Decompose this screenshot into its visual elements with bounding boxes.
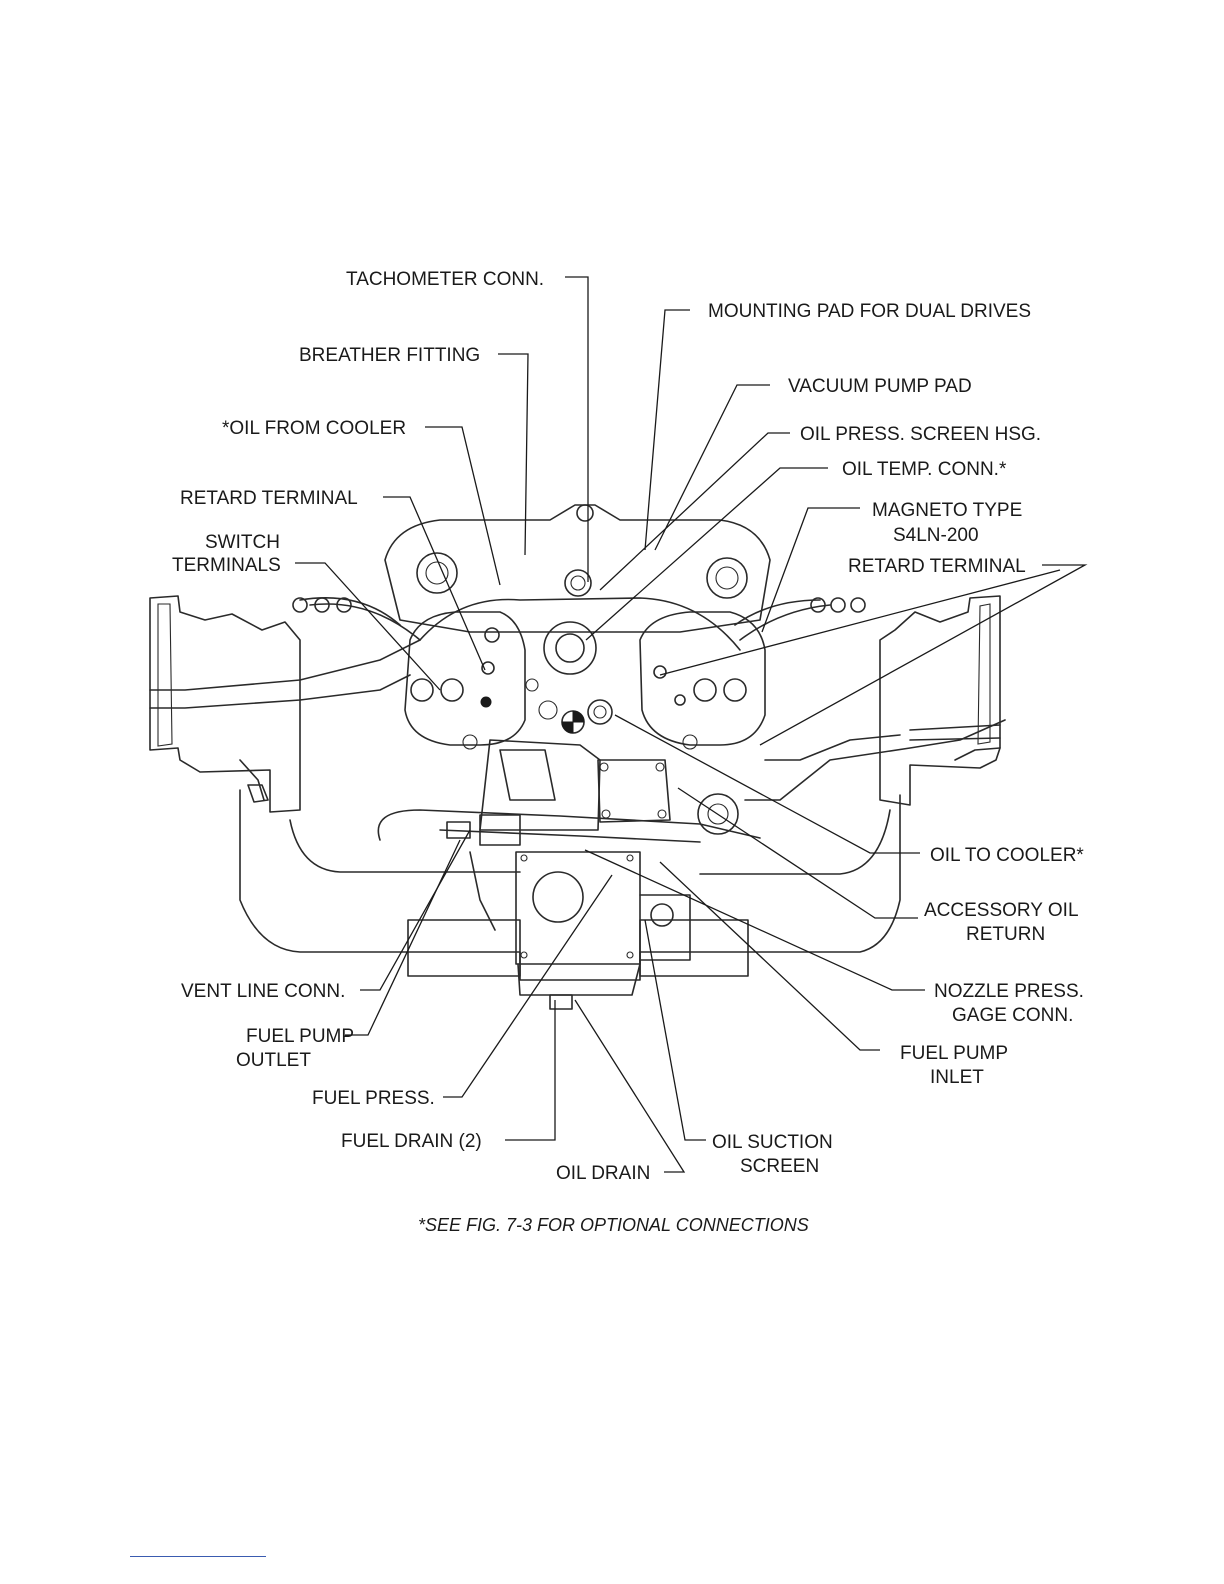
label-oil-from-cooler: *OIL FROM COOLER bbox=[222, 418, 406, 439]
leader-oil-from-cooler bbox=[425, 426, 501, 586]
leader-lines bbox=[295, 276, 1088, 1173]
label-oil-temp-conn: OIL TEMP. CONN.* bbox=[842, 459, 1007, 480]
label-accessory-oil-line2: RETURN bbox=[966, 924, 1045, 945]
label-fuel-pump-inlet-line2: INLET bbox=[930, 1067, 984, 1088]
footnote: *SEE FIG. 7-3 FOR OPTIONAL CONNECTIONS bbox=[418, 1215, 809, 1235]
leader-magneto-type bbox=[761, 507, 860, 633]
label-oil-suction-line2: SCREEN bbox=[740, 1156, 819, 1177]
leader-fuel-drain bbox=[505, 1000, 556, 1141]
label-oil-to-cooler: OIL TO COOLER* bbox=[930, 845, 1084, 866]
leader-oil-press-screen bbox=[599, 432, 790, 591]
label-fuel-pump-outlet-line1: FUEL PUMP bbox=[246, 1026, 354, 1047]
label-vacuum-pump-pad: VACUUM PUMP PAD bbox=[788, 376, 972, 397]
label-vent-line-conn: VENT LINE CONN. bbox=[181, 981, 345, 1002]
label-switch-terminals-line2: TERMINALS bbox=[172, 555, 281, 576]
label-retard-terminal-left: RETARD TERMINAL bbox=[180, 488, 358, 509]
label-switch-terminals-line1: SWITCH bbox=[205, 532, 280, 553]
leader-retard-terminal-right bbox=[759, 564, 1088, 746]
leader-vacuum-pump-pad bbox=[654, 384, 770, 551]
label-mounting-pad: MOUNTING PAD FOR DUAL DRIVES bbox=[708, 301, 1031, 322]
engine-illustration bbox=[149, 504, 1006, 1010]
leader-mounting-pad bbox=[644, 309, 690, 551]
leader-fuel-press bbox=[443, 874, 613, 1098]
leader-fuel-pump-outlet bbox=[345, 839, 461, 1036]
label-fuel-pump-outlet-line2: OUTLET bbox=[236, 1050, 311, 1071]
leader-oil-to-cooler bbox=[614, 714, 920, 854]
labels: TACHOMETER CONN. MOUNTING PAD FOR DUAL D… bbox=[172, 269, 1084, 1184]
footer-rule bbox=[130, 1556, 266, 1557]
label-magneto-type-line1: MAGNETO TYPE bbox=[872, 500, 1022, 521]
label-breather-fitting: BREATHER FITTING bbox=[299, 345, 480, 366]
label-nozzle-press-line2: GAGE CONN. bbox=[952, 1005, 1073, 1026]
label-oil-press-screen: OIL PRESS. SCREEN HSG. bbox=[800, 424, 1041, 445]
leader-oil-drain bbox=[574, 999, 686, 1173]
label-nozzle-press-line1: NOZZLE PRESS. bbox=[934, 981, 1084, 1002]
label-oil-suction-line1: OIL SUCTION bbox=[712, 1132, 833, 1153]
label-fuel-pump-inlet-line1: FUEL PUMP bbox=[900, 1043, 1008, 1064]
leader-oil-temp-conn bbox=[585, 467, 828, 641]
label-magneto-type-line2: S4LN-200 bbox=[893, 525, 979, 546]
label-fuel-press: FUEL PRESS. bbox=[312, 1088, 435, 1109]
leader-fuel-pump-inlet bbox=[659, 861, 880, 1051]
leader-tachometer-conn bbox=[565, 276, 589, 582]
label-fuel-drain: FUEL DRAIN (2) bbox=[341, 1131, 482, 1152]
label-tachometer-conn: TACHOMETER CONN. bbox=[346, 269, 544, 290]
leader-retard-terminal-right-2 bbox=[659, 569, 1061, 676]
leader-retard-terminal-left bbox=[383, 496, 486, 671]
label-oil-drain: OIL DRAIN bbox=[556, 1163, 650, 1184]
leader-accessory-oil-return bbox=[677, 787, 918, 919]
leader-nozzle-press bbox=[584, 849, 925, 991]
label-accessory-oil-line1: ACCESSORY OIL bbox=[924, 900, 1079, 921]
leader-oil-suction-screen bbox=[644, 919, 706, 1141]
leader-switch-terminals bbox=[295, 562, 441, 691]
leader-breather-fitting bbox=[498, 353, 529, 556]
label-retard-terminal-right: RETARD TERMINAL bbox=[848, 556, 1026, 577]
